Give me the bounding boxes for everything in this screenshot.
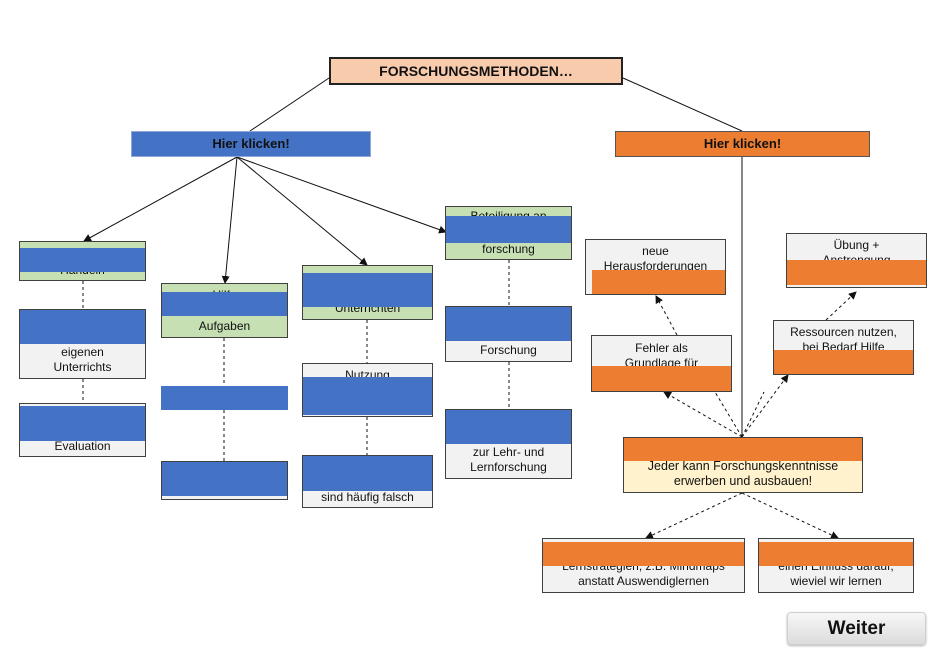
hidden-answer-cover[interactable]	[446, 410, 571, 444]
node-c3-mid: Nutzung	[302, 363, 433, 417]
dash-center-resources	[741, 374, 789, 438]
dash-center-influence	[741, 492, 839, 539]
hidden-answer-cover[interactable]	[162, 292, 287, 316]
right-branch-button[interactable]: Hier klicken!	[615, 131, 870, 157]
node-c1-top: Handeln	[19, 241, 146, 281]
node-center-text: Jeder kann Forschungskenntnisse erwerben…	[647, 459, 839, 488]
dash-center-mistakes	[663, 391, 743, 438]
node-resources: Ressourcen nutzen, bei Bedarf Hilfe	[773, 320, 914, 375]
hidden-answer-cover[interactable]	[446, 307, 571, 341]
hidden-answer-cover[interactable]	[162, 462, 287, 496]
dash-mistakes-challenges	[655, 295, 678, 336]
node-c1-bot-text: Evaluation	[54, 439, 111, 453]
hidden-answer-cover[interactable]	[592, 270, 725, 294]
node-c4-top: Beteiligung an forschung	[445, 206, 572, 260]
node-c2-bot	[161, 461, 288, 500]
node-mistakes: Fehler als Grundlage für	[591, 335, 732, 392]
arrow-left-col4	[236, 156, 447, 234]
node-c3-top: Unterrichten	[302, 265, 433, 320]
left-branch-button[interactable]: Hier klicken!	[131, 131, 371, 157]
node-c4-bot-text: zur Lehr- und Lernforschung	[470, 445, 547, 474]
arrow-left-col3	[236, 156, 368, 266]
arrow-left-col2	[221, 156, 238, 284]
hidden-answer-cover[interactable]	[161, 386, 288, 410]
node-center-statement: Jeder kann Forschungskenntnisse erwerben…	[623, 437, 863, 493]
node-c1-bot: Evaluation	[19, 403, 146, 457]
root-to-right-line	[622, 77, 743, 132]
next-button[interactable]: Weiter	[787, 612, 926, 645]
hidden-answer-cover[interactable]	[592, 366, 731, 391]
node-c3-bot: sind häufig falsch	[302, 455, 433, 508]
root-to-left-line	[249, 77, 330, 132]
node-challenges-text: neue Herausforderungen	[603, 244, 708, 273]
node-c4-mid-text: Forschung	[480, 343, 537, 357]
node-c4-mid: Forschung	[445, 306, 572, 362]
node-c1-mid: eigenen Unterrichts	[19, 309, 146, 379]
node-c4-top-text-b: forschung	[482, 242, 535, 256]
dash-center-mistakes-2	[714, 391, 743, 438]
hidden-answer-cover[interactable]	[446, 216, 571, 243]
node-practice: Übung + Anstrengung	[786, 233, 927, 288]
dash-resources-practice	[825, 291, 857, 321]
hidden-answer-cover[interactable]	[624, 438, 862, 461]
hidden-answer-cover[interactable]	[303, 377, 432, 415]
dash-center-strategies	[645, 492, 743, 539]
hidden-answer-cover[interactable]	[20, 406, 145, 441]
root-node-title: FORSCHUNGSMETHODEN…	[329, 57, 623, 85]
node-strategies: Lernstrategien, z.B. Mindmaps anstatt Au…	[542, 538, 745, 593]
node-challenges: neue Herausforderungen	[585, 239, 726, 295]
node-c1-mid-text: eigenen Unterrichts	[53, 345, 112, 374]
hidden-answer-cover[interactable]	[20, 310, 145, 344]
node-c3-bot-text: sind häufig falsch	[321, 490, 414, 504]
hidden-answer-cover[interactable]	[303, 456, 432, 491]
hidden-answer-cover[interactable]	[543, 542, 744, 566]
dash-center-resources-2	[741, 391, 765, 438]
arrow-left-col1	[83, 156, 238, 242]
hidden-answer-cover[interactable]	[20, 248, 145, 272]
hidden-answer-cover[interactable]	[774, 350, 913, 374]
node-c2-top-text-b: Aufgaben	[198, 319, 251, 333]
node-c2-top: Hilfe Aufgaben	[161, 283, 288, 338]
node-c4-bot: zur Lehr- und Lernforschung	[445, 409, 572, 479]
hidden-answer-cover[interactable]	[759, 542, 913, 566]
node-c2-mid	[161, 386, 288, 410]
hidden-answer-cover[interactable]	[303, 273, 432, 307]
node-influence: einen Einfluss darauf, wieviel wir lerne…	[758, 538, 914, 593]
hidden-answer-cover[interactable]	[787, 260, 926, 285]
